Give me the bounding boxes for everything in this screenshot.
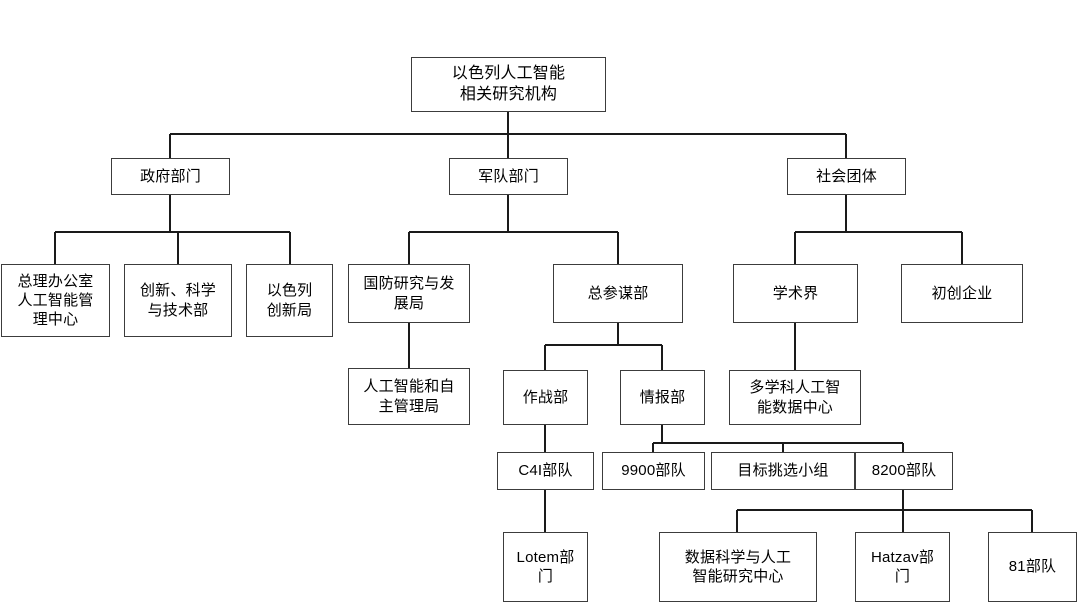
node-israel-innovation-authority[interactable]: 以色列 创新局 — [246, 264, 333, 337]
node-unit-c4i[interactable]: C4I部队 — [497, 452, 594, 490]
node-ministry-innovation-science-technology[interactable]: 创新、科学 与技术部 — [124, 264, 232, 337]
node-general-staff[interactable]: 总参谋部 — [553, 264, 683, 323]
node-government-department[interactable]: 政府部门 — [111, 158, 230, 195]
node-defense-research-development-directorate[interactable]: 国防研究与发 展局 — [348, 264, 470, 323]
node-lotem-unit[interactable]: Lotem部 门 — [503, 532, 588, 602]
node-academia[interactable]: 学术界 — [733, 264, 858, 323]
node-pmo-ai-management-center[interactable]: 总理办公室 人工智能管 理中心 — [1, 264, 110, 337]
node-unit-81[interactable]: 81部队 — [988, 532, 1077, 602]
node-startups[interactable]: 初创企业 — [901, 264, 1023, 323]
node-military-department[interactable]: 军队部门 — [449, 158, 568, 195]
node-hatzav-unit[interactable]: Hatzav部 门 — [855, 532, 950, 602]
node-unit-9900[interactable]: 9900部队 — [602, 452, 705, 490]
node-target-selection-group[interactable]: 目标挑选小组 — [711, 452, 855, 490]
node-ai-autonomy-bureau[interactable]: 人工智能和自 主管理局 — [348, 368, 470, 425]
node-multidisciplinary-ai-data-center[interactable]: 多学科人工智 能数据中心 — [729, 370, 861, 425]
node-root[interactable]: 以色列人工智能 相关研究机构 — [411, 57, 606, 112]
node-operations-directorate[interactable]: 作战部 — [503, 370, 588, 425]
node-social-groups[interactable]: 社会团体 — [787, 158, 906, 195]
node-intelligence-directorate[interactable]: 情报部 — [620, 370, 705, 425]
node-data-science-ai-research-center[interactable]: 数据科学与人工 智能研究中心 — [659, 532, 817, 602]
node-unit-8200[interactable]: 8200部队 — [855, 452, 953, 490]
